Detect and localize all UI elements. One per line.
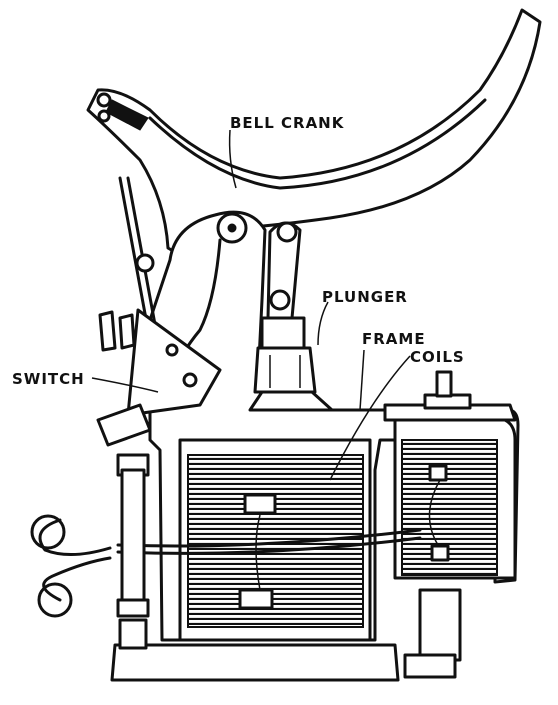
main-coil — [178, 438, 372, 642]
label-bell-crank: BELL CRANK — [230, 114, 345, 132]
wiring — [30, 479, 441, 618]
switch-assembly — [96, 176, 222, 650]
bell-crank — [86, 8, 542, 257]
label-frame: FRAME — [362, 330, 426, 348]
label-switch: SWITCH — [12, 370, 85, 388]
small-coil — [393, 418, 517, 679]
pivot-linkage — [216, 212, 302, 320]
label-plunger: PLUNGER — [322, 288, 408, 306]
plunger — [248, 316, 334, 412]
leader-lines — [91, 129, 411, 481]
label-coils: COILS — [410, 348, 465, 366]
